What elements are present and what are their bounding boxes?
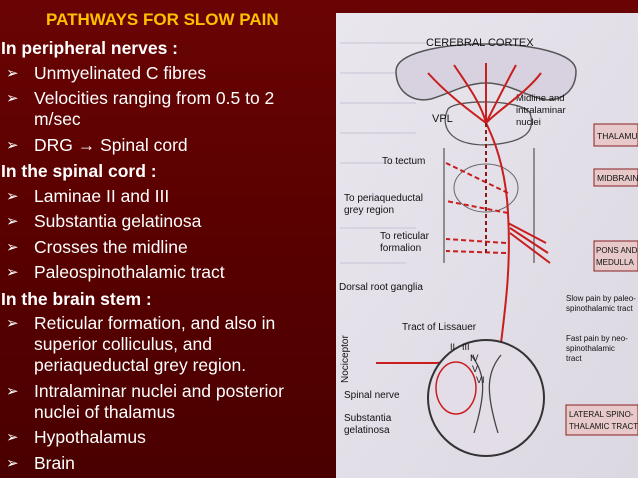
bullet-arrow-icon: ➢ [6,213,19,230]
bullet-arrow-icon: ➢ [6,454,19,472]
fastpain-label-1: Fast pain by neo- [566,334,628,343]
bullet-line: Paleospinothalamic tract [34,262,225,282]
lamina-VI: VI [476,375,485,385]
slow-pain-pathway-figure: CEREBRAL CORTEX VPL Midline and intralam… [336,13,638,478]
midline-label-1: Midline and [516,93,565,104]
bullet-arrow-icon: ➢ [6,90,19,107]
bullet-arrow-icon: ➢ [6,187,19,205]
grey-matter-outline [470,354,502,434]
fastpain-label-3: tract [566,354,582,363]
section-heading: In the brain stem : [1,288,152,309]
nociceptor-label: Nociceptor [340,335,351,383]
bullet-arrow-icon: ➢ [6,238,19,256]
bullet-line: Substantia gelatinosa [34,211,202,231]
bullet-line: Hypothalamus [34,427,146,447]
lateral-box-label-1: LATERAL SPINO- [569,410,634,419]
bullet-line: Crosses the midline [34,236,188,257]
lamina-V: V [472,364,478,374]
thalamus-outline [444,101,533,146]
bullet-line: Reticular formation, and also in [34,313,276,333]
bullet-line: Intralaminar nuclei and posterior [34,380,284,401]
spinal-nerve-label: Spinal nerve [344,390,400,401]
midline-label-2: intralaminar [516,105,566,116]
bullet-arrow-icon: ➢ [6,136,19,154]
lateral-box-label-2: THALAMIC TRACT [569,422,638,431]
bullet-line: periaqueductal grey region. [34,355,247,375]
tectum-label: To tectum [382,156,425,167]
bullet-line: Unmyelinated C fibres [34,62,207,83]
vpl-label: VPL [432,113,453,125]
bullet-line: nuclei of thalamus [34,401,176,422]
midbrain-box-label: MIDBRAIN [597,173,638,183]
reticular-label-2: formalion [380,243,421,254]
bullet-arrow-icon: ➢ [6,382,19,400]
lamina-IV: IV [470,353,479,363]
bullet-line: m/sec [34,109,81,129]
slowpain-label-1: Slow pain by paleo- [566,294,636,303]
bullet-line: superior colliculus, and [34,334,213,354]
bullet-line: Brain [34,452,75,473]
periaq-label-1: To periaqueductal [344,193,423,204]
pathway-lines [376,63,551,364]
bullet-arrow-icon: ➢ [6,315,19,332]
lamina-III: III [462,342,470,352]
fastpain-label-2: spinothalamic [566,344,615,353]
subst-label-1: Substantia [344,413,392,424]
midbrain-section [453,163,519,213]
bullet-line: Laminae II and III [34,185,170,206]
subst-label-2: gelatinosa [344,425,390,436]
thalamus-box-label: THALAMUS [597,131,638,141]
pons-box-label-1: PONS AND [596,246,638,255]
bullet-arrow-icon: ➢ [6,64,19,82]
region-boxes [565,123,638,436]
spinal-cord-section [427,339,545,457]
dorsal-horn [435,361,477,415]
periaq-label-2: grey region [344,205,394,216]
bullet-line: Velocities ranging from 0.5 to 2 [34,88,275,108]
section-heading: In peripheral nerves : [1,38,179,58]
slide-title: PATHWAYS FOR SLOW PAIN [46,10,279,29]
bullet-arrow-icon: ➢ [6,264,19,281]
lissauer-label: Tract of Lissauer [402,322,477,333]
bullet-line: DRG → Spinal cord [34,134,188,155]
faint-text-lines [340,42,426,264]
pons-box-label-2: MEDULLA [596,258,634,267]
drg-label: Dorsal root ganglia [339,282,423,293]
cortex-label: CEREBRAL CORTEX [426,37,534,49]
slowpain-label-2: spinothalamic tract [566,304,633,313]
section-heading: In the spinal cord : [1,161,157,181]
bullet-arrow-icon: ➢ [6,429,19,446]
reticular-label-1: To reticular [380,231,430,242]
lamina-II: II [450,342,455,352]
midline-label-3: nuclei [516,117,541,128]
